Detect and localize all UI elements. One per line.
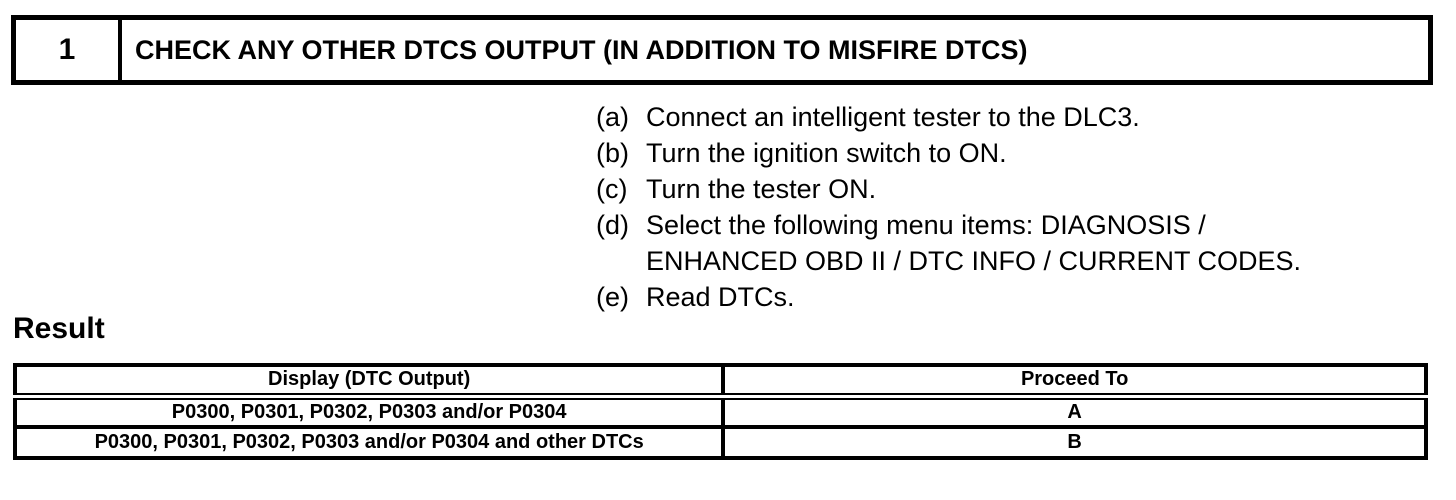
instruction-list: (a) Connect an intelligent tester to the… xyxy=(596,99,1301,315)
instruction-item: (d) Select the following menu items: DIA… xyxy=(596,207,1301,279)
result-table-container: Display (DTC Output) Proceed To P0300, P… xyxy=(12,363,1428,460)
result-table: Display (DTC Output) Proceed To P0300, P… xyxy=(12,363,1428,460)
table-row: P0300, P0301, P0302, P0303 and/or P0304 … xyxy=(12,425,1428,460)
instruction-marker: (d) xyxy=(596,210,629,240)
instruction-item: (a) Connect an intelligent tester to the… xyxy=(596,99,1301,135)
instruction-text: Turn the ignition switch to ON. xyxy=(646,138,1007,168)
result-heading: Result xyxy=(13,312,105,345)
step-number-box: 1 xyxy=(16,20,122,80)
proceed-to-cell: A xyxy=(721,394,1428,429)
table-header-row: Display (DTC Output) Proceed To xyxy=(12,363,1428,400)
instruction-item: (c) Turn the tester ON. xyxy=(596,171,1301,207)
instruction-marker: (a) xyxy=(596,102,629,132)
instruction-text: Select the following menu items: DIAGNOS… xyxy=(646,210,1206,240)
instruction-marker: (c) xyxy=(596,174,628,204)
instruction-marker: (b) xyxy=(596,138,629,168)
dtc-output-cell: P0300, P0301, P0302, P0303 and/or P0304 … xyxy=(12,425,726,460)
instruction-marker: (e) xyxy=(596,282,629,312)
instruction-item: (b) Turn the ignition switch to ON. xyxy=(596,135,1301,171)
proceed-to-cell: B xyxy=(721,425,1428,460)
instruction-text: Connect an intelligent tester to the DLC… xyxy=(646,102,1140,132)
instruction-text: ENHANCED OBD II / DTC INFO / CURRENT COD… xyxy=(646,246,1302,276)
column-header-display: Display (DTC Output) xyxy=(12,363,726,400)
procedure-header: 1 CHECK ANY OTHER DTCS OUTPUT (IN ADDITI… xyxy=(11,15,1433,85)
instruction-text: Read DTCs. xyxy=(646,282,795,312)
dtc-output-cell: P0300, P0301, P0302, P0303 and/or P0304 xyxy=(12,394,726,429)
step-title: CHECK ANY OTHER DTCS OUTPUT (IN ADDITION… xyxy=(135,34,1028,65)
table-row: P0300, P0301, P0302, P0303 and/or P0304 … xyxy=(12,394,1428,429)
step-number: 1 xyxy=(58,33,76,66)
column-header-proceed-to: Proceed To xyxy=(721,363,1428,400)
instruction-text: Turn the tester ON. xyxy=(646,174,877,204)
instruction-item: (e) Read DTCs. xyxy=(596,279,1301,315)
